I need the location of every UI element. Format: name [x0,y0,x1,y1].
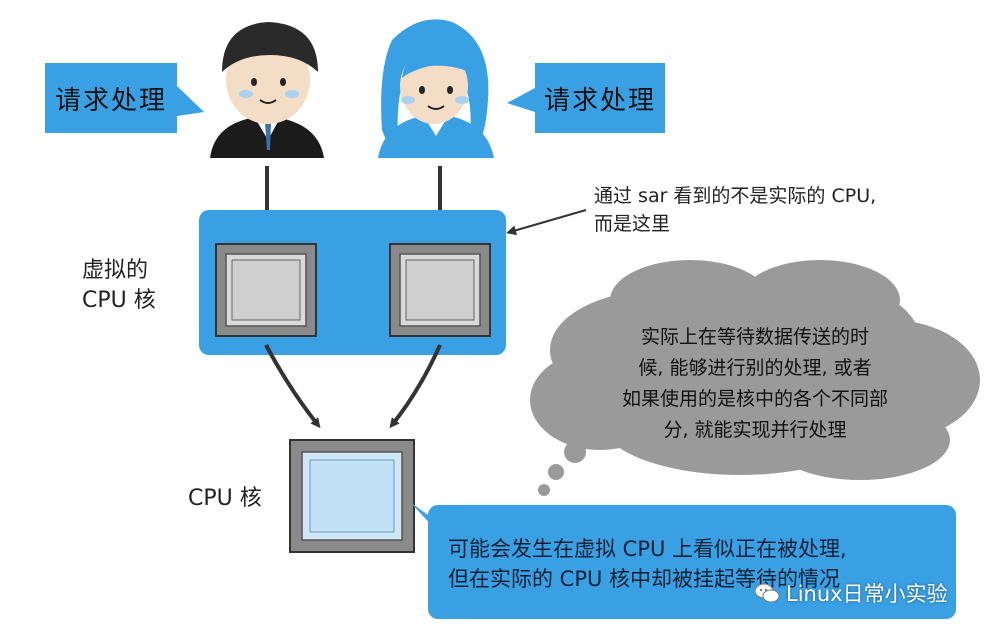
watermark: Linux日常小实验 [754,578,948,608]
bottom-callout-box [410,502,956,619]
sar-note-line1: 通过 sar 看到的不是实际的 CPU, [594,185,877,207]
thought-cloud-text: 实际上在等待数据传送的时 候, 能够进行别的处理, 或者 如果使用的是核中的各个… [590,322,920,446]
thought-line4: 分, 就能实现并行处理 [663,419,847,441]
right-bubble-text: 请求处理 [535,63,665,133]
sar-note: 通过 sar 看到的不是实际的 CPU, 而是这里 [594,182,904,238]
businessman-avatar [210,22,324,158]
virtual-cpu-label-line2: CPU 核 [82,288,156,313]
thought-line3: 如果使用的是核中的各个不同部 [621,388,888,410]
left-bubble-text: 请求处理 [45,63,177,133]
watermark-text: Linux日常小实验 [786,582,948,606]
bottom-line2: 但在实际的 CPU 核中却被挂起等待的情况 [448,567,841,591]
virtual-core-chip-right [389,243,491,337]
cpu-core-label: CPU 核 [188,486,262,511]
physical-cpu-chip [289,439,415,553]
thought-line1: 实际上在等待数据传送的时 [640,326,869,348]
wechat-icon [754,583,780,603]
virtual-cpu-label-line1: 虚拟的 [82,258,149,283]
note-pointer-arrow [506,209,587,236]
thought-cloud [530,260,980,480]
virtual-core-chip-left [215,243,317,337]
arrow-left-converge [264,344,321,429]
bottom-callout-text: 可能会发生在虚拟 CPU 上看似正在被处理, 但在实际的 CPU 核中却被挂起等… [448,534,948,594]
virtual-cpu-label: 虚拟的 CPU 核 [82,256,192,316]
thought-line2: 候, 能够进行别的处理, 或者 [638,357,872,379]
thought-dots [538,441,586,496]
arrow-right-converge [389,344,442,429]
woman-avatar [378,19,494,158]
bottom-line1: 可能会发生在虚拟 CPU 上看似正在被处理, [448,537,847,561]
sar-note-line2: 而是这里 [594,213,671,235]
